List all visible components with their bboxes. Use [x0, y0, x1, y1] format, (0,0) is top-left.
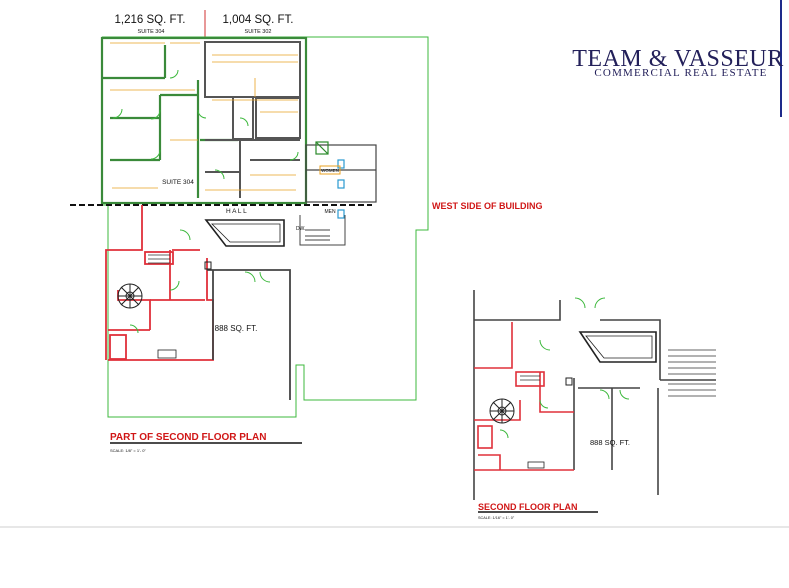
area-888-bottom-label: 888 SQ. FT.	[590, 438, 630, 447]
west-side-label: WEST SIDE OF BUILDING	[432, 201, 543, 211]
bottom-doors	[499, 297, 630, 439]
doors-second-top	[129, 229, 271, 334]
part-second-floor-title: PART OF SECOND FLOOR PLAN	[110, 432, 266, 443]
suite-302-walls	[204, 41, 301, 198]
spiral-stair	[117, 283, 143, 309]
second-floor-red-walls	[105, 205, 214, 361]
dw-label: DW.	[296, 226, 305, 232]
bottom-spiral-stair	[489, 398, 515, 424]
brand-tagline: COMMERCIAL REAL ESTATE	[594, 67, 767, 79]
brand-name: TEAM & VASSEUR	[572, 46, 784, 72]
right-area-label: 1,004 SQ. FT.	[223, 14, 294, 26]
doors	[112, 69, 299, 180]
suite-304-walls	[100, 36, 308, 205]
space-888-walls	[207, 269, 291, 400]
hall-label: H A L L	[226, 208, 247, 215]
men-label: MEN	[324, 209, 336, 215]
left-area-label: 1,216 SQ. FT.	[115, 14, 186, 26]
atrium-opening	[204, 219, 285, 247]
second-floor-title: SECOND FLOOR PLAN	[478, 502, 578, 512]
restrooms	[305, 141, 377, 219]
stairs-dw	[299, 215, 346, 246]
area-888-top-label: 888 SQ. FT.	[215, 324, 258, 333]
bottom-stair-treads	[520, 349, 716, 397]
bottom-plan-walls	[473, 290, 716, 500]
bottom-atrium	[578, 331, 657, 363]
second-floor-scale: SCALE: 1/16" = 1'- 0"	[478, 516, 515, 520]
left-suite-label: SUITE 304	[138, 29, 165, 35]
right-suite-label: SUITE 302	[245, 29, 272, 35]
bottom-plan-red-walls	[474, 322, 574, 471]
part-second-floor-scale: SCALE: 1/8" = 1'- 0"	[110, 448, 147, 453]
women-label: WOMEN	[321, 168, 339, 173]
suite-304-label: SUITE 304	[162, 179, 194, 186]
dimension-lines	[110, 42, 298, 191]
stair-treads	[148, 254, 170, 264]
